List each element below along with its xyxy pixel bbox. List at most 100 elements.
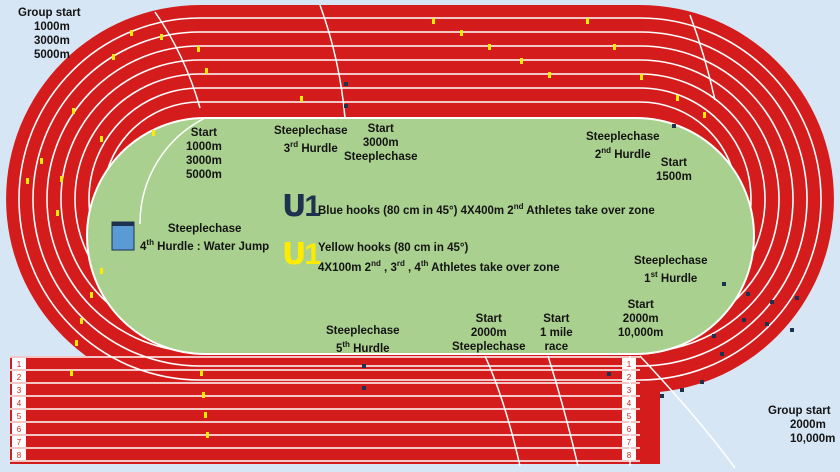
blue-hook-marker: [362, 364, 366, 368]
start-2000-line1: 2000m: [470, 327, 507, 339]
blue-hook-marker: [344, 104, 348, 108]
group-start-top-line3: 5000m: [34, 49, 70, 61]
yellow-hook-marker: [460, 30, 463, 36]
group-start-top-line1: 1000m: [34, 21, 70, 33]
straight-extension: [10, 356, 210, 464]
blue-hook-marker: [344, 82, 348, 86]
blue-hook-marker: [790, 328, 794, 332]
yellow-hook-marker: [197, 46, 200, 52]
steeple-1st-title: Steeplechase: [634, 255, 708, 267]
yellow-hook-marker: [548, 72, 551, 78]
lane-number: 6: [17, 425, 22, 434]
steeple-2nd-hurdle: 2nd Hurdle: [594, 146, 651, 161]
lane-box-left: [12, 384, 26, 395]
yellow-hook-marker: [676, 95, 679, 101]
yellow-hook-marker: [640, 74, 643, 80]
group-start-bottom-line1: 2000m: [790, 419, 826, 431]
group-start-top-line2: 3000m: [34, 35, 70, 47]
blue-hook-marker: [680, 388, 684, 392]
yellow-hook-marker: [202, 392, 205, 398]
yellow-hook-marker: [613, 44, 616, 50]
blue-hook-marker: [712, 334, 716, 338]
lane-box-right: [622, 410, 636, 421]
start-2000-10000-title: Start: [627, 299, 654, 311]
lane-box-left: [12, 436, 26, 447]
group-start-top-label: Group start 1000m 3000m 5000m: [18, 6, 81, 62]
blue-hook-marker: [720, 352, 724, 356]
lane-box-left: [12, 449, 26, 460]
blue-hook-legend: Blue hooks (80 cm in 45°) 4X400m 2nd Ath…: [318, 199, 655, 219]
water-jump: [111, 221, 135, 251]
lane-box-right: [622, 423, 636, 434]
start-2000-line2: Steeplechase: [452, 341, 526, 353]
lane-number: 2: [17, 373, 22, 382]
lane-box-left: [12, 423, 26, 434]
blue-hook-marker: [660, 394, 664, 398]
steeple-3rd-hurdle: 3rd Hurdle: [283, 140, 338, 155]
yellow-hook-line1: Yellow hooks (80 cm in 45°): [318, 242, 469, 254]
lane-number: 2: [627, 373, 632, 382]
yellow-hook-marker: [432, 18, 435, 24]
group-start-bottom-line2: 10,000m: [790, 433, 836, 445]
lane-box-right: [622, 436, 636, 447]
start-1500-title: Start: [660, 157, 687, 169]
lane-number: 3: [17, 386, 22, 395]
yellow-hook-marker: [703, 112, 706, 118]
start-1000-line2: 3000m: [186, 155, 222, 167]
blue-hook-icon: ᑌ1: [282, 190, 321, 223]
start-1mile-line2: race: [544, 341, 569, 353]
steeple-5th-label: Steeplechase 5th Hurdle: [326, 324, 400, 356]
yellow-hook-marker: [100, 136, 103, 142]
lane-box-left: [12, 397, 26, 408]
steeple-3rd-label: Steeplechase 3rd Hurdle: [274, 124, 348, 156]
yellow-hook-marker: [300, 96, 303, 102]
yellow-hook-marker: [204, 412, 207, 418]
lane-number: 6: [627, 425, 632, 434]
straight-extension-right: [200, 356, 660, 464]
yellow-hook-marker: [56, 210, 59, 216]
steeple-3rd-title: Steeplechase: [274, 125, 348, 137]
steeple-2nd-label: Steeplechase 2nd Hurdle: [586, 130, 660, 162]
blue-hook-marker: [700, 380, 704, 384]
water-jump-rail: [112, 222, 134, 226]
yellow-hook-marker: [205, 68, 208, 74]
infield: [86, 117, 755, 355]
steeple-5th-title: Steeplechase: [326, 325, 400, 337]
yellow-hook-marker: [72, 108, 75, 114]
yellow-hook-line2: 4X100m 2nd , 3rd , 4th Athletes take ove…: [318, 259, 560, 274]
start-3000-line1: 3000m: [362, 137, 399, 149]
lane-number: 8: [627, 451, 632, 460]
start-1000-line3: 5000m: [186, 169, 222, 181]
start-1mile-label: Start 1 mile race: [540, 312, 573, 354]
hook-markers: [26, 18, 799, 438]
blue-hook-marker: [607, 372, 611, 376]
steeple-4th-hurdle: 4th Hurdle : Water Jump: [140, 238, 270, 253]
lane-number: 7: [627, 438, 632, 447]
blue-hook-marker: [770, 300, 774, 304]
yellow-hook-marker: [152, 130, 155, 136]
blue-hook-marker: [742, 318, 746, 322]
lane-number: 1: [627, 360, 632, 369]
yellow-hook-marker: [40, 158, 43, 164]
blue-hook-marker: [362, 386, 366, 390]
blue-hook-text2: Athletes take over zone: [523, 204, 655, 217]
blue-hook-text: Blue hooks (80 cm in 45°) 4X400m 2: [318, 204, 514, 217]
lane-number: 3: [627, 386, 632, 395]
blue-hook-marker: [795, 296, 799, 300]
start-1500-line1: 1500m: [656, 171, 692, 183]
start-2000-10000-label: Start 2000m 10,000m: [618, 298, 663, 340]
lane-number: 4: [627, 399, 632, 408]
yellow-hook-marker: [112, 54, 115, 60]
lane-box-right: [622, 397, 636, 408]
yellow-hook-marker: [60, 176, 63, 182]
lane-box-left: [12, 410, 26, 421]
lane-number: 5: [17, 412, 22, 421]
yellow-hook-marker: [100, 268, 103, 274]
steeple-1st-label: Steeplechase 1st Hurdle: [634, 254, 708, 286]
group-start-top-title: Group start: [18, 7, 81, 19]
group-start-bottom-label: Group start 2000m 10,000m: [768, 404, 835, 446]
start-1000-line1: 1000m: [186, 141, 222, 153]
lane-number: 5: [627, 412, 632, 421]
